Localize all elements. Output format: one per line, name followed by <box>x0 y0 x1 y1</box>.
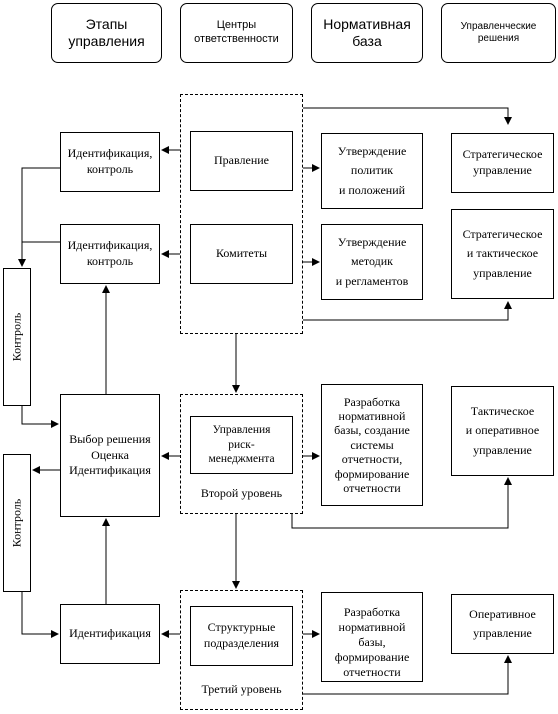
header-stages: Этапы управления <box>51 3 162 63</box>
decision-tactical-operational: Тактическое и оперативное управление <box>451 386 554 476</box>
decision-operational: Оперативное управление <box>451 594 554 654</box>
group-first-level <box>180 94 303 334</box>
decision-strategic-tactical: Стратегическое и тактическое управление <box>451 209 554 299</box>
stage-selection-evaluation-identification: Выбор решения Оценка Идентификация <box>60 394 160 517</box>
center-board: Правление <box>190 131 293 191</box>
stage-identification-control-2: Идентификация, контроль <box>60 224 160 284</box>
label-second-level: Второй уровень <box>200 486 283 500</box>
arrow-control-lower-to-identification <box>21 592 59 638</box>
stage-identification-control-1: Идентификация, контроль <box>60 132 160 192</box>
arrow-group1-to-strategic-tactical <box>303 301 512 321</box>
center-committees: Комитеты <box>190 224 293 284</box>
arrow-group2-to-tactical <box>291 477 512 529</box>
center-risk-management: Управления риск- менеджмента <box>190 416 293 474</box>
header-normative-base: Нормативная база <box>311 3 423 63</box>
normative-development-forming: Разработка нормативной базы, формировани… <box>321 592 423 682</box>
center-structural-units: Структурные подразделения <box>190 606 293 666</box>
normative-policies: Утверждение политик и положений <box>321 133 423 209</box>
group-third-level <box>180 590 303 710</box>
control-label-upper: Контроль <box>3 268 31 406</box>
stage-identification: Идентификация <box>60 604 160 664</box>
line-stage1-to-control-upper <box>18 167 60 267</box>
control-label-lower: Контроль <box>3 454 31 592</box>
header-responsibility-centers: Центры ответственности <box>180 3 293 63</box>
decision-strategic: Стратегическое управление <box>451 133 554 193</box>
arrow-group1-to-strategic <box>303 107 512 125</box>
label-third-level: Третий уровень <box>201 682 282 696</box>
normative-methods: Утверждение методик и регламентов <box>321 224 423 300</box>
arrow-group3-to-operational <box>303 655 512 695</box>
group-second-level <box>180 394 303 514</box>
header-management-decisions: Управленческие решения <box>441 3 556 63</box>
normative-development-reporting: Разработка нормативной базы, создание си… <box>321 384 423 506</box>
arrow-control-upper-to-selection <box>21 406 59 428</box>
